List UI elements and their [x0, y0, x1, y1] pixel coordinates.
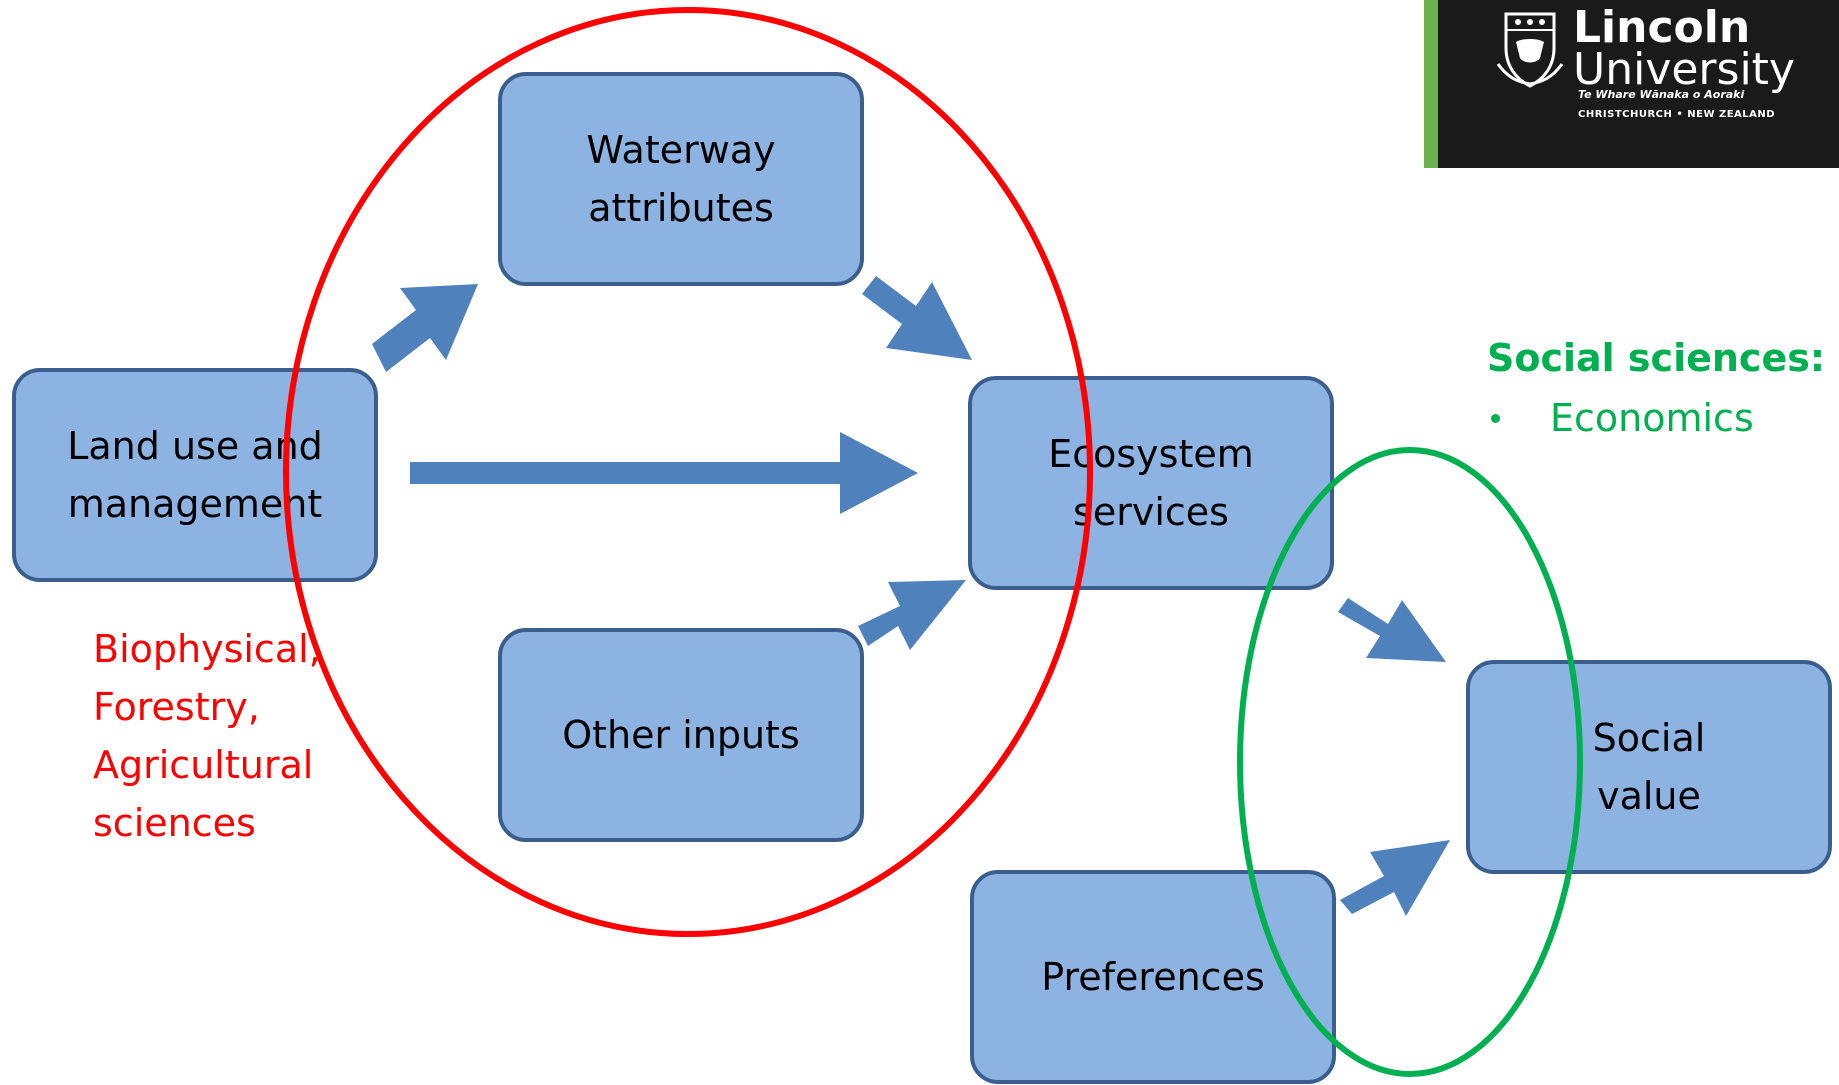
social-sciences-list: Economics	[1487, 396, 1754, 440]
bullet-icon	[1491, 413, 1500, 423]
box-waterway-attributes: Waterway attributes	[498, 72, 864, 286]
arrow-ecosystem-to-socialvalue	[1338, 598, 1446, 662]
arrow-otherinputs-to-ecosystem	[858, 580, 966, 650]
box-ecosystem-services: Ecosystem services	[968, 376, 1334, 590]
box-social-value-label: Social value	[1592, 716, 1706, 818]
box-land-use-label: Land use and management	[67, 424, 323, 526]
arrow-landuse-to-ecosystem	[410, 432, 918, 514]
social-sciences-title: Social sciences:	[1487, 336, 1826, 380]
social-sciences-item-label: Economics	[1550, 396, 1754, 440]
social-sciences-item: Economics	[1487, 396, 1754, 440]
box-preferences-label: Preferences	[1041, 955, 1265, 999]
box-other-inputs-label: Other inputs	[562, 713, 800, 757]
biophysical-caption: Biophysical, Forestry, Agricultural scie…	[93, 627, 321, 845]
arrow-waterway-to-ecosystem	[862, 276, 972, 360]
box-land-use: Land use and management	[12, 368, 378, 582]
logo-maori-name: Te Whare Wānaka o Aoraki	[1578, 88, 1745, 101]
logo-location: CHRISTCHURCH • NEW ZEALAND	[1578, 109, 1776, 120]
box-waterway-label: Waterway attributes	[586, 128, 776, 230]
arrow-preferences-to-socialvalue	[1340, 840, 1450, 916]
lincoln-university-logo: Lincoln University Te Whare Wānaka o Aor…	[1424, 0, 1839, 168]
crest-icon	[1496, 12, 1564, 88]
logo-name-line2: University	[1573, 44, 1795, 95]
box-preferences: Preferences	[970, 870, 1336, 1084]
arrow-landuse-to-waterway	[372, 284, 478, 372]
box-other-inputs: Other inputs	[498, 628, 864, 842]
box-social-value: Social value	[1466, 660, 1832, 874]
logo-name-line1: Lincoln	[1573, 2, 1751, 53]
box-ecosystem-label: Ecosystem services	[1048, 432, 1254, 534]
